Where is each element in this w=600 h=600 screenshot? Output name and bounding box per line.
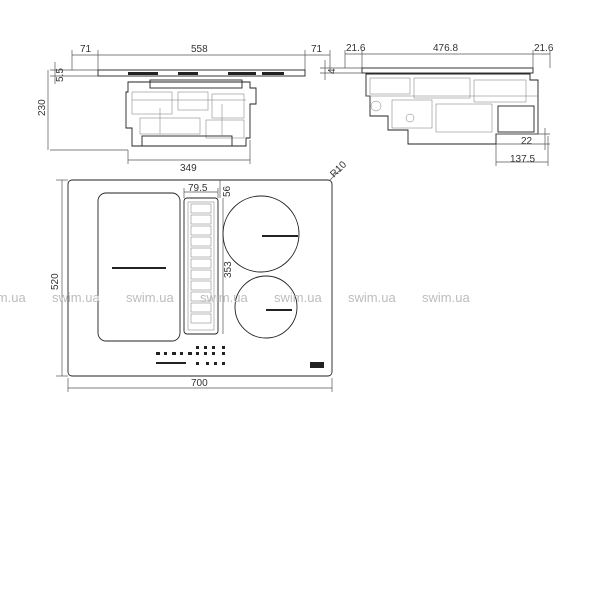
touch-controls (156, 346, 324, 368)
watermark-text: swim.ua (274, 290, 322, 305)
corner-radius-label: R10 (328, 159, 349, 180)
hob-outline (67, 179, 333, 377)
watermark-text: swim.ua (422, 290, 470, 305)
brand-badge (310, 362, 324, 368)
downdraft-vent (183, 197, 219, 335)
front-glass-label: 4 (327, 68, 338, 74)
watermark-row: swim.ua swim.ua swim.ua swim.ua swim.ua swim.… (0, 290, 470, 305)
front-left-label: 21.6 (346, 43, 366, 54)
watermark-text: swim.ua (0, 290, 26, 305)
side-width-label: 558 (191, 44, 208, 55)
top-view: R10 79.5 56 353 (50, 159, 349, 392)
front-width-label: 476.8 (433, 43, 458, 54)
vent-length-label: 353 (223, 261, 234, 278)
side-left-margin-label: 71 (80, 44, 92, 55)
vent-offset-label: 56 (222, 185, 233, 197)
watermark-text: swim.ua (52, 290, 100, 305)
front-bottom-label: 22 (521, 136, 533, 147)
front-body-outline (365, 73, 539, 145)
vent-width-label: 79.5 (188, 183, 208, 194)
side-body-width-label: 349 (180, 163, 197, 174)
side-right-margin-label: 71 (311, 44, 323, 55)
side-height-label: 230 (37, 99, 48, 116)
side-view: 71 558 71 5.5 230 (37, 44, 331, 174)
small-cooking-zone (234, 275, 298, 339)
top-width-label: 700 (191, 378, 208, 389)
flex-cooking-zone (97, 192, 181, 342)
watermark-text: swim.ua (348, 290, 396, 305)
watermark-text: swim.ua (200, 290, 248, 305)
side-body-outline (125, 79, 257, 147)
watermark-text: swim.ua (126, 290, 174, 305)
front-view: 21.6 476.8 21.6 4 22 137.5 (320, 43, 554, 166)
front-right-label: 21.6 (534, 43, 554, 54)
side-glass-label: 5.5 (55, 68, 66, 82)
large-cooking-zone (222, 195, 300, 273)
front-depth-label: 137.5 (510, 154, 535, 165)
top-depth-label: 520 (50, 273, 61, 290)
